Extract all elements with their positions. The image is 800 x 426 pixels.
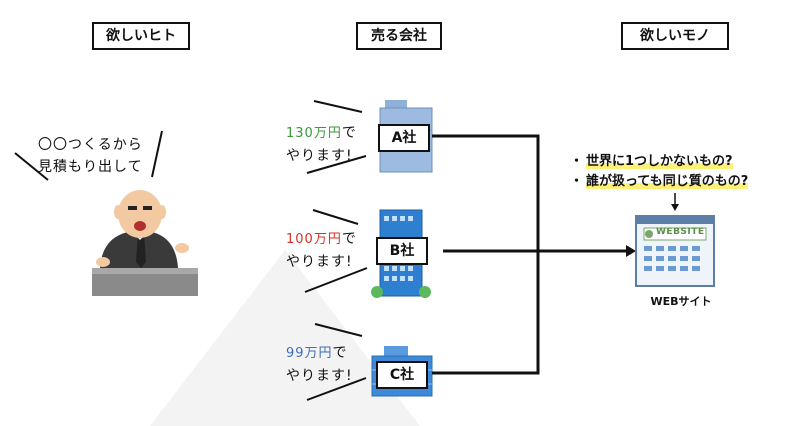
quote-b-line-top [312, 209, 359, 225]
question-list: 世界に1つしかないもの? 誰が扱っても同じ質のもの? [570, 152, 749, 192]
website-illustration [635, 215, 715, 287]
quote-c-line-bottom [306, 377, 367, 401]
website-banner: WEBSITE [656, 227, 705, 237]
client-speech-line1: 〇〇つくるから [38, 137, 143, 153]
question-arrow-head [671, 204, 679, 211]
header-want-thing: 欲しいモノ [621, 22, 729, 50]
speech-line-left [14, 152, 49, 181]
quote-b-line-bottom [304, 267, 368, 293]
client-speech-line2: 見積もり出して [38, 159, 143, 175]
company-b-label: B社 [376, 237, 428, 265]
question-uniform: 誰が扱っても同じ質のもの? [586, 174, 749, 189]
quote-c-line2: やります! [286, 368, 353, 384]
company-a-label: A社 [378, 124, 430, 152]
quote-a-line2: やります! [286, 148, 353, 164]
arrow-head [626, 245, 636, 257]
quote-a-line-top [313, 100, 363, 113]
client-speech: 〇〇つくるから 見積もり出して [38, 134, 143, 178]
website-caption: WEBサイト [650, 295, 712, 308]
quote-c: 99万円で やります! [286, 342, 353, 387]
speech-line-right [151, 130, 163, 178]
company-c-label: C社 [376, 361, 428, 389]
question-unique: 世界に1つしかないもの? [586, 154, 733, 169]
quote-a-price: 130万円 [286, 126, 342, 141]
quote-c-suffix: で [332, 345, 348, 361]
quote-b-suffix: で [341, 231, 357, 247]
header-want-person: 欲しいヒト [92, 22, 190, 50]
quote-b: 100万円で やります! [286, 228, 357, 273]
quote-a-line-bottom [306, 155, 367, 174]
header-seller: 売る会社 [356, 22, 442, 50]
quote-c-line-top [314, 323, 363, 337]
quote-a: 130万円で やります! [286, 122, 357, 167]
client-illustration [92, 190, 198, 296]
quote-a-suffix: で [341, 125, 357, 141]
quote-b-price: 100万円 [286, 232, 342, 247]
client-face [118, 190, 162, 238]
quote-c-price: 99万円 [286, 346, 333, 361]
connector-lines [432, 134, 626, 375]
quote-b-line2: やります! [286, 254, 353, 270]
